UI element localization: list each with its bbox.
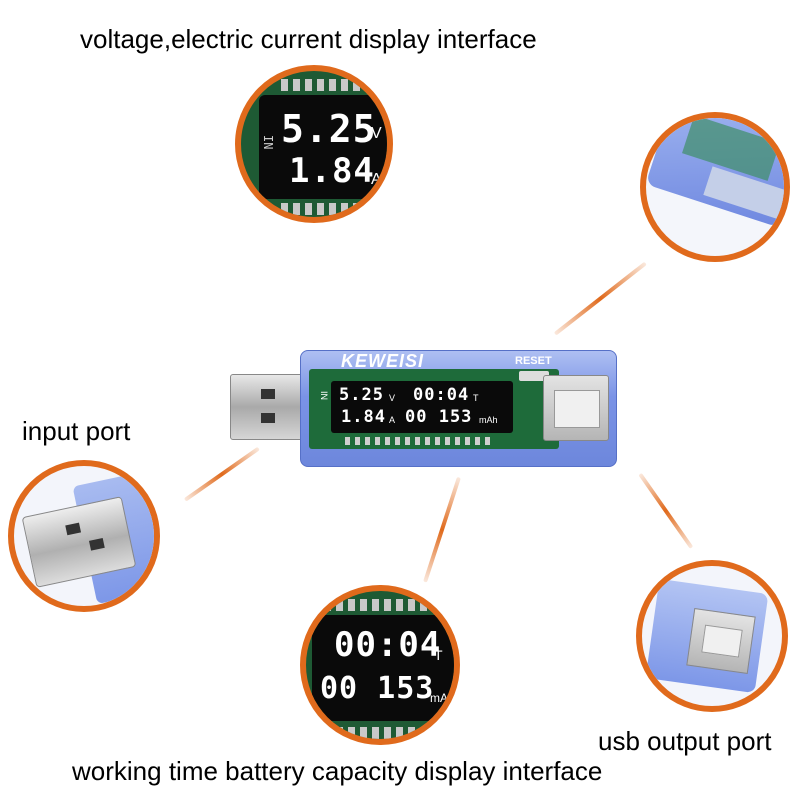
pcb-pin-row-top — [281, 79, 371, 91]
voltage-current-lcd: IN 5.25 V 1.84 A — [259, 95, 387, 199]
device-pin-row — [345, 437, 495, 445]
time-capacity-zoom: 00:04 T 00 153 mAh — [300, 585, 460, 745]
socket-tongue — [554, 390, 600, 428]
connector-line-output — [638, 472, 694, 549]
voltage-current-label: voltage,electric current display interfa… — [80, 24, 537, 54]
voltage-unit: V — [371, 125, 382, 142]
reset-label: RESET — [515, 355, 552, 367]
usb-output-socket[interactable] — [543, 375, 609, 441]
input-port-label: input port — [22, 416, 131, 446]
in-mark: IN — [261, 135, 275, 150]
lcd-capacity: 00 153 — [405, 407, 473, 427]
lcd-current-unit: A — [389, 415, 396, 425]
closeup-hole-top — [65, 522, 82, 536]
usb-output-zoom — [636, 560, 788, 712]
device-case: KEWEISI RESET IN 5.25 V 00:04 T 1.84 A 0… — [300, 350, 617, 467]
time-unit: T — [434, 647, 443, 663]
usb-plug-input[interactable] — [230, 374, 312, 440]
reset-button[interactable] — [519, 371, 549, 381]
input-port-zoom — [8, 460, 160, 612]
connector-line-top-right — [553, 261, 647, 336]
lcd-time-unit: T — [473, 393, 479, 403]
usb-tester-device: KEWEISI RESET IN 5.25 V 00:04 T 1.84 A 0… — [230, 350, 620, 467]
usb-output-port-label: usb output port — [598, 726, 772, 756]
device-in-mark: IN — [319, 391, 329, 400]
lcd-capacity-unit: mAh — [479, 415, 498, 425]
zoom-pin-row-bottom — [324, 727, 444, 739]
output-case-zoom-top — [640, 112, 790, 262]
output-socket-closeup[interactable] — [686, 607, 756, 675]
connector-line-bottom — [423, 476, 461, 583]
closeup-hole-bottom — [88, 537, 105, 551]
lcd-voltage-unit: V — [389, 393, 396, 403]
lcd-time: 00:04 — [413, 385, 470, 405]
brand-logo: KEWEISI — [341, 351, 425, 371]
plug-hole-bottom — [261, 413, 275, 423]
time-value: 00:04 — [334, 625, 442, 665]
lcd-voltage: 5.25 — [339, 385, 384, 405]
current-unit: A — [371, 171, 382, 188]
time-capacity-label: working time battery capacity display in… — [72, 756, 603, 786]
plug-hole-top — [261, 389, 275, 399]
closeup-socket-tongue — [701, 624, 743, 658]
zoom-pin-row-top — [324, 599, 444, 611]
voltage-value: 5.25 — [281, 107, 377, 151]
capacity-unit: mAh — [430, 691, 455, 705]
lcd-current: 1.84 — [341, 407, 386, 427]
time-capacity-lcd: 00:04 T 00 153 mAh — [312, 615, 455, 721]
device-lcd: 5.25 V 00:04 T 1.84 A 00 153 mAh — [331, 381, 513, 433]
current-value: 1.84 — [289, 151, 375, 191]
pcb-pin-row-bottom — [281, 203, 371, 215]
capacity-value: 00 153 — [320, 671, 435, 706]
voltage-current-zoom: IN 5.25 V 1.84 A — [235, 65, 393, 223]
